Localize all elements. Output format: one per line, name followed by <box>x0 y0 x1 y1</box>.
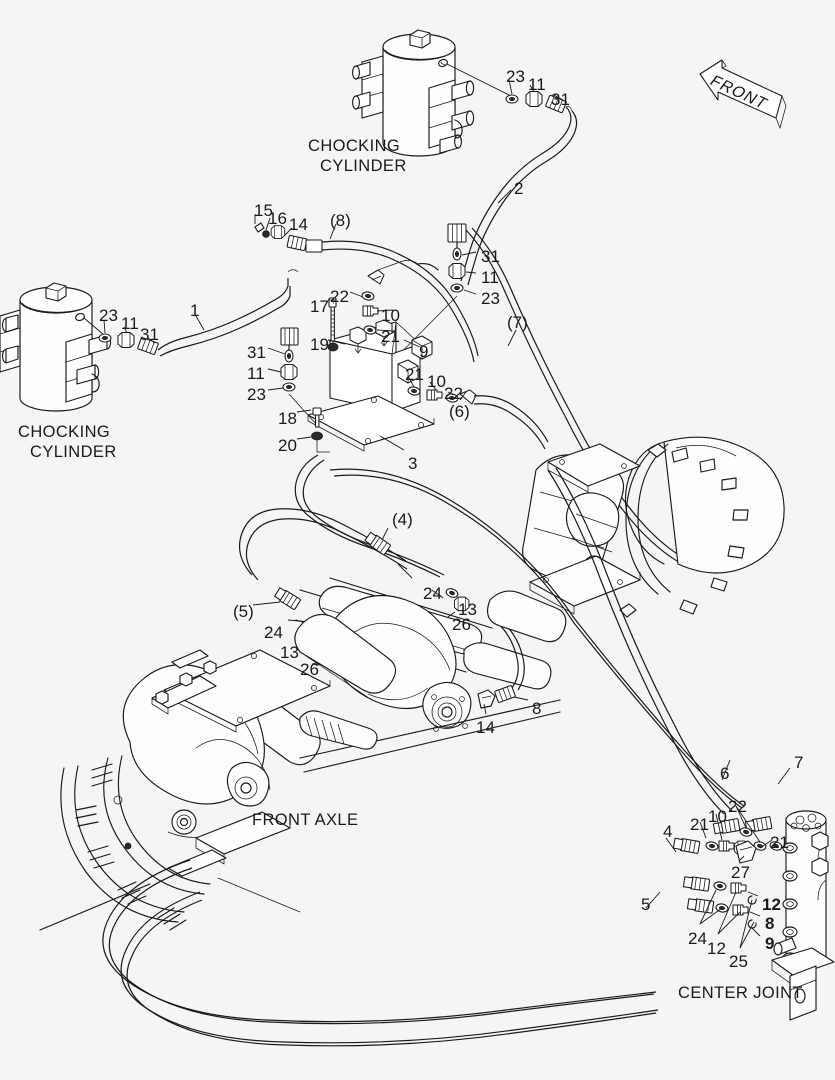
callout-26: 26 <box>452 615 471 634</box>
callout-13: 13 <box>458 600 477 619</box>
callout-4: 4 <box>663 822 673 841</box>
callout-11-c: 11 <box>121 314 139 333</box>
caption-center-joint: CENTER JOINT <box>678 984 803 1002</box>
center-joint-graphic <box>771 810 835 1021</box>
caption-chocking-cylinder-top-line1: CHOCKING <box>308 137 401 155</box>
callout-24-b: 24 <box>264 623 283 642</box>
fitting-5 <box>274 587 302 611</box>
callout-17: 17 <box>310 297 329 316</box>
callout-1: 1 <box>190 301 200 320</box>
pipe-end-right-mid <box>447 223 467 251</box>
callout-9-bold: 9 <box>765 934 775 953</box>
front-axle-graphic <box>39 577 561 931</box>
callout-group-7: (7) <box>507 313 528 332</box>
caption-chocking-cylinder-left-line2: CYLINDER <box>30 443 117 461</box>
chocking-cylinder-left-graphic <box>0 282 112 412</box>
callout-24: 24 <box>423 584 442 603</box>
pipe-end-left-mid <box>280 327 299 353</box>
callout-8-bold: 8 <box>765 914 775 933</box>
callout-10-c: 10 <box>708 807 727 826</box>
callout-16: 16 <box>268 209 287 228</box>
rear-axle-graphic <box>487 436 785 643</box>
fitting-4 <box>364 531 392 556</box>
callout-3: 3 <box>408 454 418 473</box>
callout-18: 18 <box>278 409 297 428</box>
callout-22-b: 22 <box>444 384 463 403</box>
callout-group-8: (8) <box>330 211 351 230</box>
callout-14-b: 14 <box>476 718 495 737</box>
callout-2: 2 <box>514 179 524 198</box>
manifold-block-graphic <box>307 319 435 452</box>
callout-20: 20 <box>278 436 297 455</box>
caption-front-axle: FRONT AXLE <box>252 811 359 829</box>
callout-13-b: 13 <box>280 643 299 662</box>
callout-21-b: 21 <box>405 365 424 384</box>
callout-group-5: (5) <box>233 602 254 621</box>
callout-group-6: (6) <box>449 402 470 421</box>
callout-12-bold: 12 <box>762 895 781 914</box>
callout-11-b: 11 <box>481 268 499 287</box>
callout-24-c: 24 <box>688 929 707 948</box>
front-arrow-graphic <box>699 59 787 130</box>
callout-23: 23 <box>506 67 525 86</box>
callout-31: 31 <box>551 90 570 109</box>
callout-11: 11 <box>528 75 546 94</box>
callout-7: 7 <box>794 753 804 772</box>
fitting-stack-right-lower <box>406 385 477 405</box>
chocking-cylinder-top-graphic <box>352 29 475 157</box>
callout-9: 9 <box>419 342 429 361</box>
callout-14: 14 <box>289 215 308 234</box>
fitting-group-8 <box>254 222 323 253</box>
callout-23-c: 23 <box>99 306 118 325</box>
callout-22-c: 22 <box>728 797 747 816</box>
caption-chocking-cylinder-top-line2: CYLINDER <box>320 157 407 175</box>
callout-25: 25 <box>729 952 748 971</box>
callout-15: 15 <box>254 201 273 220</box>
callout-5: 5 <box>641 895 651 914</box>
callout-23-d: 23 <box>247 385 266 404</box>
callout-31-d: 31 <box>247 343 266 362</box>
callout-10: 10 <box>381 306 400 325</box>
callout-22: 22 <box>330 287 349 306</box>
callout-31-b: 31 <box>481 247 500 266</box>
bolt-18 <box>312 407 322 428</box>
callout-31-c: 31 <box>140 325 159 344</box>
callout-10-b: 10 <box>427 372 446 391</box>
callout-8: 8 <box>532 699 542 718</box>
callout-group-4: (4) <box>392 510 413 529</box>
callout-21-d: 21 <box>770 833 789 852</box>
callout-6: 6 <box>720 764 730 783</box>
callout-23-b: 23 <box>481 289 500 308</box>
callout-21-c: 21 <box>690 815 709 834</box>
fitting-8-front-axle <box>477 684 517 709</box>
callout-27: 27 <box>731 863 750 882</box>
center-joint-fitting-cluster <box>672 816 784 929</box>
callout-21: 21 <box>381 327 400 346</box>
callout-26-b: 26 <box>300 660 319 679</box>
callout-11-d: 11 <box>247 364 265 383</box>
fitting-stack-right-top <box>360 269 385 336</box>
callout-19: 19 <box>310 335 329 354</box>
caption-chocking-cylinder-left-line1: CHOCKING <box>18 423 111 441</box>
callout-12: 12 <box>707 939 726 958</box>
